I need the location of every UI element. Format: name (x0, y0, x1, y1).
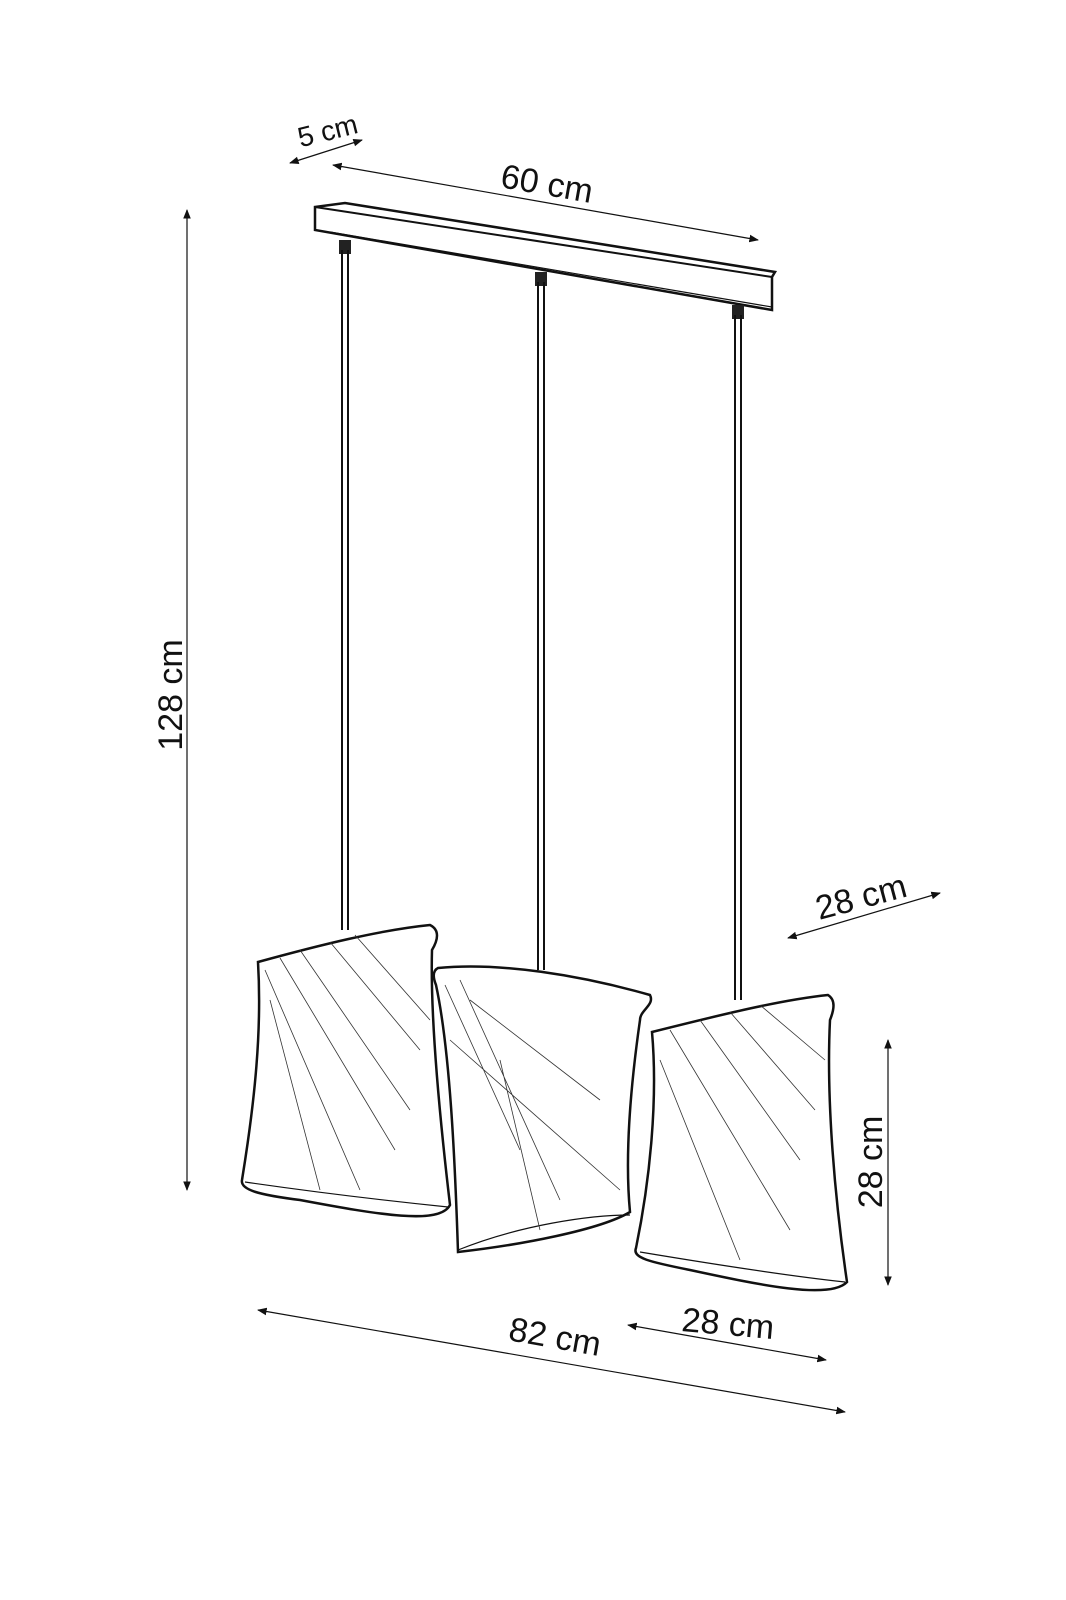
total-height-label: 128 cm (152, 639, 190, 751)
shade-height-label: 28 cm (852, 1116, 890, 1209)
canopy-depth-dimension (289, 138, 363, 165)
dimension-lines (183, 138, 941, 1415)
canopy-depth-label: 5 cm (295, 108, 361, 153)
canopy-length-dimension (332, 162, 759, 243)
shade-depth-label: 28 cm (812, 867, 911, 928)
cord-clamp-right (732, 305, 744, 319)
cord-clamp-middle (535, 272, 547, 286)
total-width-dimension (257, 1307, 846, 1415)
shade-width-label: 28 cm (680, 1301, 776, 1347)
lamp-shade-right (634, 993, 849, 1292)
canopy-length-label: 60 cm (498, 157, 596, 211)
suspension-cords (339, 240, 744, 1000)
lamp-shade-middle (432, 965, 653, 1254)
cord-clamp-left (339, 240, 351, 254)
lamp-shade-left (240, 923, 452, 1218)
shade-depth-dimension (787, 891, 941, 940)
